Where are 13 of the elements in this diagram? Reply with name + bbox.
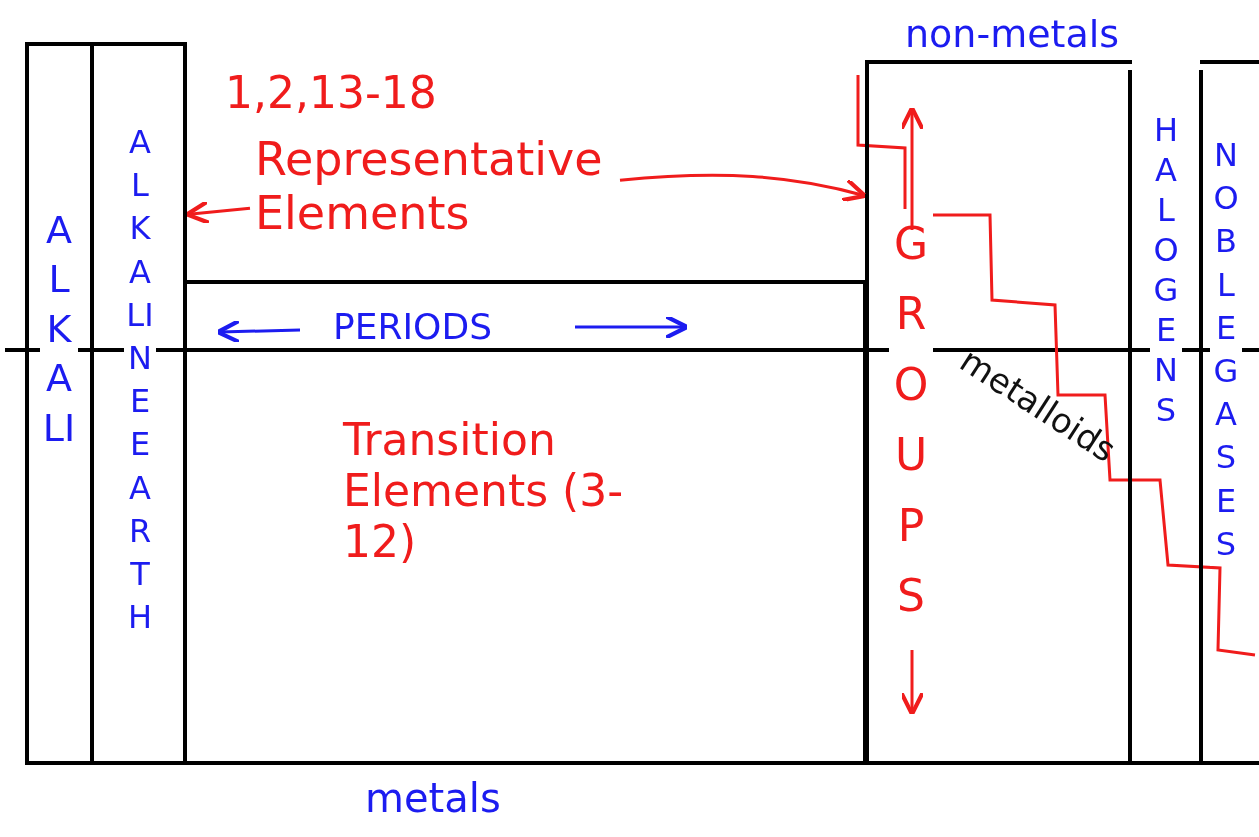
group-numbers: 1,2,13-18	[225, 67, 438, 118]
arrow	[619, 173, 868, 203]
table-column	[1128, 70, 1203, 765]
axis-label: PERIODS	[333, 306, 493, 347]
table-block	[865, 60, 1132, 765]
block-name: Transition Elements (3-12)	[343, 414, 625, 567]
region-label: non-metals	[905, 12, 1120, 56]
block-name: Representative Elements	[255, 132, 604, 240]
arrow	[184, 199, 251, 225]
table-column	[25, 42, 93, 765]
table-column	[1200, 60, 1259, 765]
region-label: metals	[365, 775, 501, 821]
table-column	[90, 42, 187, 765]
